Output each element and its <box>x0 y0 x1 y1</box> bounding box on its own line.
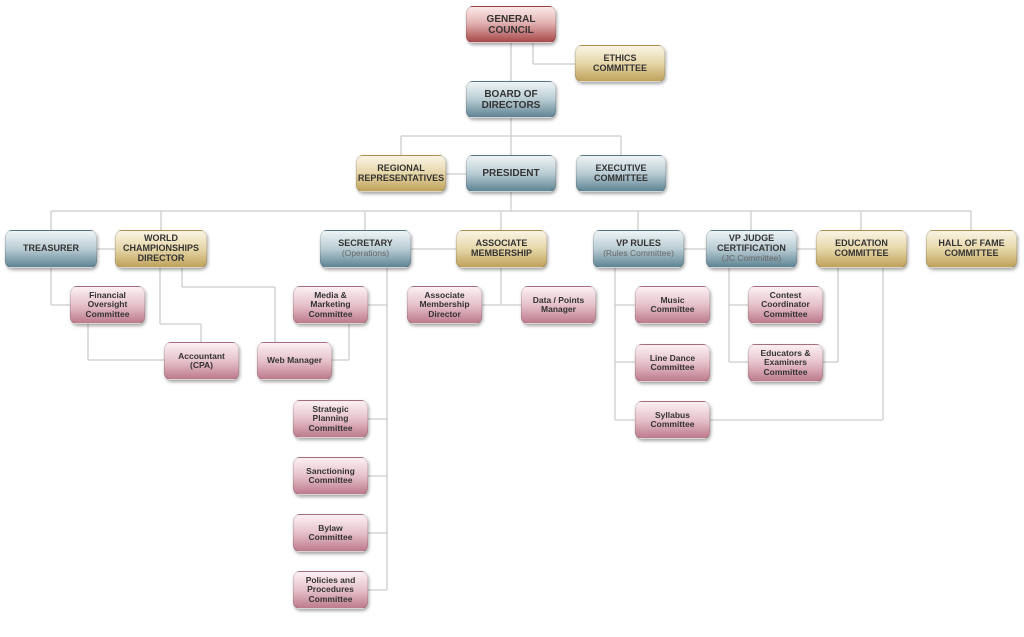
node-label: Committee <box>308 532 353 542</box>
node-label: PRESIDENT <box>482 168 540 179</box>
node-label: Examiners <box>764 357 807 368</box>
node-label: Manager <box>541 304 576 314</box>
node-label: Educators & <box>760 347 811 358</box>
node-label: Associate <box>424 289 465 300</box>
node-label: Financial <box>89 289 126 300</box>
node-sublabel: (Operations) <box>341 248 390 259</box>
node-label: BOARD OF <box>484 88 538 100</box>
node-label: Committee <box>650 419 695 429</box>
node-label: SECRETARY <box>338 238 393 249</box>
node-label: GENERAL <box>486 13 536 25</box>
node-label: COMMITTEE <box>594 172 648 183</box>
node-president[interactable]: PRESIDENT <box>466 155 556 192</box>
node-label: EXECUTIVE <box>595 162 647 173</box>
node-label: Committee <box>650 304 695 314</box>
node-label: DIRECTOR <box>137 252 185 263</box>
node-label: MEMBERSHIP <box>470 248 532 258</box>
node-label: Committee <box>650 362 695 372</box>
node-label: COMMITTEE <box>593 62 647 73</box>
node-label: COMMITTEE <box>834 248 889 258</box>
node-label: Strategic <box>312 403 349 414</box>
node-label: Policies and <box>305 574 356 585</box>
node-label: Committee <box>308 593 353 604</box>
node-vp-rules[interactable]: VP RULES(Rules Committee) <box>593 230 684 268</box>
node-sublabel: (JC Committee) <box>721 253 782 264</box>
node-label: Coordinator <box>761 299 810 310</box>
node-label: WORLD <box>144 233 178 244</box>
node-label: Music <box>660 294 685 305</box>
node-label: Bylaw <box>318 522 343 533</box>
node-label: Planning <box>312 413 349 424</box>
node-label: Sanctioning <box>306 465 355 476</box>
node-label: CERTIFICATION <box>717 243 786 254</box>
node-sublabel: (Rules Committee) <box>603 248 674 259</box>
node-label: HALL OF FAME <box>938 238 1005 249</box>
node-label: Accountant <box>178 350 225 361</box>
node-label: REPRESENTATIVES <box>357 172 445 183</box>
node-label: VP RULES <box>616 238 661 249</box>
node-label: COUNCIL <box>488 24 534 36</box>
node-label: Membership <box>419 299 470 310</box>
node-treasurer[interactable]: TREASURER <box>5 230 97 268</box>
node-label: CHAMPIONSHIPS <box>122 243 199 254</box>
node-label: Committee <box>308 422 353 433</box>
node-accountant[interactable]: Accountant(CPA) <box>164 342 239 380</box>
node-label: Media & <box>314 289 347 300</box>
node-label: EDUCATION <box>835 238 888 249</box>
node-label: (CPA) <box>190 360 213 370</box>
node-label: Data / Points <box>532 294 585 305</box>
node-label: Committee <box>763 366 808 377</box>
node-label: VP JUDGE <box>728 233 775 244</box>
node-label: Director <box>428 308 461 319</box>
node-label: Syllabus <box>655 409 690 420</box>
node-web-manager[interactable]: Web Manager <box>257 342 332 380</box>
node-label: Committee <box>308 475 353 485</box>
node-label: ASSOCIATE <box>475 238 528 249</box>
node-label: TREASURER <box>22 243 79 254</box>
node-label: Committee <box>308 308 353 319</box>
node-label: Procedures <box>307 584 354 595</box>
node-label: REGIONAL <box>377 162 425 173</box>
node-label: Committee <box>85 308 130 319</box>
node-label: COMMITTEE <box>944 248 999 258</box>
node-label: DIRECTORS <box>481 99 541 111</box>
node-label: Marketing <box>310 299 351 310</box>
node-secretary[interactable]: SECRETARY(Operations) <box>320 230 411 268</box>
node-label: Line Dance <box>649 352 696 363</box>
node-label: Web Manager <box>266 355 323 366</box>
node-label: Oversight <box>87 299 128 310</box>
node-label: Committee <box>763 308 808 319</box>
node-label: Contest <box>769 289 802 300</box>
node-label: ETHICS <box>603 52 637 63</box>
